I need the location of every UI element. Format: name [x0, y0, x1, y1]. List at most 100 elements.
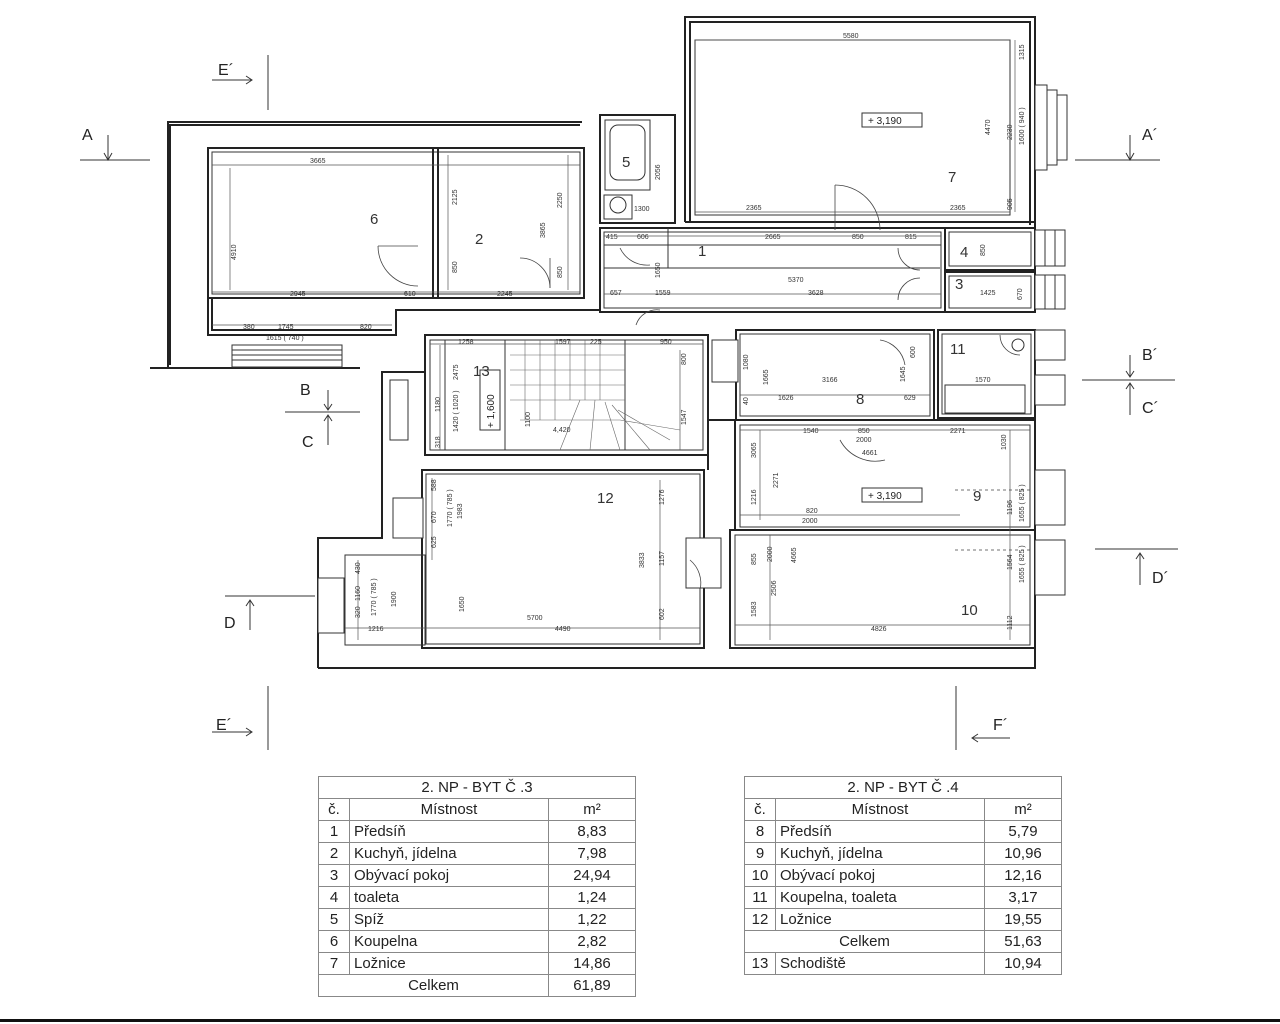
row-area: 8,83: [548, 820, 636, 843]
dim-label: 2250: [557, 192, 564, 208]
section-label-a-left: A: [82, 127, 93, 144]
windows: [317, 84, 1068, 634]
section-label-e-top: E´: [218, 62, 234, 79]
dim-label: 2365: [746, 205, 762, 212]
dim-label: 1258: [458, 339, 474, 346]
floor-plan-drawing: + 3,190 + 3,190 + 1,600 1 2 3 4 5 6 7 8 …: [80, 16, 1178, 750]
dim-label: 415: [606, 234, 618, 241]
dim-label: 1665: [763, 369, 770, 385]
dim-label: 600: [910, 346, 917, 358]
total-label: Celkem: [318, 974, 549, 997]
row-area: 7,98: [548, 842, 636, 865]
level-box-bottom: [861, 487, 923, 503]
dim-label: 5580: [843, 33, 859, 40]
row-room: Obývací pokoj: [775, 864, 985, 887]
level-box-top: [861, 112, 923, 128]
room-number-2: 2: [475, 231, 483, 248]
section-label-d-right: D´: [1152, 570, 1169, 587]
section-label-b-right: B´: [1142, 347, 1158, 364]
dim-label: 1583: [751, 601, 758, 617]
row-area: 14,86: [548, 952, 636, 975]
dim-label: 625: [431, 536, 438, 548]
bottom-divider: [0, 1019, 1280, 1022]
level-box-stair: [479, 369, 501, 431]
dim-label: 4490: [555, 626, 571, 633]
dim-label: 850: [858, 428, 870, 435]
dim-label: 2271: [950, 428, 966, 435]
dim-label: 1626: [778, 395, 794, 402]
row-number: 10: [744, 864, 776, 887]
dim-label: 815: [905, 234, 917, 241]
room-number-8: 8: [856, 391, 864, 408]
table-total-row: Celkem 51,63: [744, 930, 1062, 953]
row-room: toaleta: [349, 886, 549, 909]
dim-label: 2125: [452, 189, 459, 205]
dimension-labels: 5580 3665 2125 2250 4910 850 2945 610 22…: [231, 33, 1026, 633]
section-label-c-right: C´: [1142, 400, 1159, 417]
room-number-3: 3: [955, 276, 963, 293]
row-number: 6: [318, 930, 350, 953]
dim-label: 657: [610, 290, 622, 297]
dim-label: 1650: [655, 262, 662, 278]
dim-label: 1160: [355, 586, 362, 601]
column-header-area: m²: [548, 798, 636, 821]
dim-label: 4665: [791, 547, 798, 563]
column-header-room: Místnost: [349, 798, 549, 821]
column-header-area: m²: [984, 798, 1062, 821]
dim-label: 318: [435, 436, 442, 448]
dim-label: 2056: [655, 164, 662, 180]
dim-label: 1615 ( 740 ): [266, 335, 304, 342]
row-room: Spíž: [349, 908, 549, 931]
dim-label: 1645: [900, 366, 907, 382]
row-number: 7: [318, 952, 350, 975]
dim-label: 2665: [765, 234, 781, 241]
dim-label: 4661: [862, 450, 878, 457]
row-number: 3: [318, 864, 350, 887]
dim-label: 2365: [950, 205, 966, 212]
dim-label: 820: [360, 324, 372, 331]
dim-label: 2271: [773, 472, 780, 488]
level-bottom: + 3,190: [868, 491, 902, 502]
level-stair: + 1,600: [486, 394, 497, 428]
dim-label: 2000: [802, 518, 818, 525]
section-markers: [80, 55, 1178, 750]
dim-label: 1300: [634, 206, 650, 213]
dim-label: 670: [431, 511, 438, 523]
row-room: Ložnice: [349, 952, 549, 975]
row-area: 24,94: [548, 864, 636, 887]
dim-label: 1216: [751, 489, 758, 505]
dim-label: 850: [557, 266, 564, 278]
dim-label: 610: [404, 291, 416, 298]
row-number: 8: [744, 820, 776, 843]
dim-label: 2945: [290, 291, 306, 298]
row-area: 3,17: [984, 886, 1062, 909]
column-header-number: č.: [318, 798, 350, 821]
row-area: 19,55: [984, 908, 1062, 931]
row-number: 4: [318, 886, 350, 909]
dim-label: 1547: [681, 409, 688, 425]
dim-label: 225: [590, 339, 602, 346]
row-area: 10,94: [984, 952, 1062, 975]
room-number-7: 7: [948, 169, 956, 186]
dim-label: 1770 ( 785 ): [371, 578, 378, 616]
row-room: Předsíň: [349, 820, 549, 843]
row-room: Koupelna: [349, 930, 549, 953]
row-area: 12,16: [984, 864, 1062, 887]
dim-label: 1650: [459, 596, 466, 612]
row-room: Obývací pokoj: [349, 864, 549, 887]
room-number-13: 13: [473, 363, 490, 380]
doors: [377, 184, 1021, 591]
dim-label: 670: [1017, 288, 1024, 300]
dim-label: 430: [355, 562, 362, 574]
dim-label: 1655 ( 825 ): [1019, 484, 1026, 522]
dim-label: 4910: [231, 244, 238, 260]
table-total-row: Celkem 61,89: [318, 974, 636, 997]
